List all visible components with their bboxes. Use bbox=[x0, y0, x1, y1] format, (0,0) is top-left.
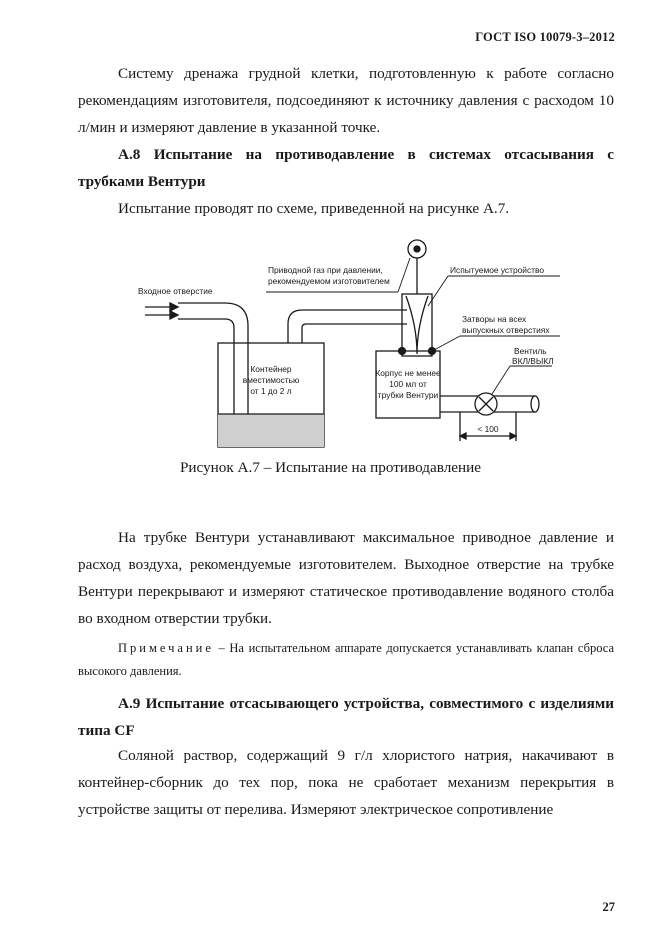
gauge-center bbox=[413, 245, 421, 253]
paragraph-drainage-text: Систему дренажа грудной клетки, подготов… bbox=[78, 65, 614, 136]
dimension-arrow-right bbox=[509, 431, 518, 441]
inlet-tube-inner bbox=[178, 318, 235, 444]
venturi-throat bbox=[405, 295, 429, 355]
label-container-line2: вместимостью bbox=[243, 375, 300, 385]
label-housing-line2: 100 мл от bbox=[389, 379, 427, 389]
inlet-tube-outer bbox=[178, 302, 249, 444]
leader-valves bbox=[433, 335, 461, 351]
figure-a7-diagram: Входное отверстие Приводной газ при давл… bbox=[138, 239, 560, 448]
note-text: – На испытательном аппарате допускается … bbox=[78, 641, 615, 678]
leader-device bbox=[427, 275, 449, 307]
container-liquid bbox=[218, 414, 324, 447]
paragraph-venturi: На трубке Вентури устанавливают максимал… bbox=[78, 524, 614, 632]
section-a9-heading: А.9 Испытание отсасывающего устройства, … bbox=[78, 690, 614, 744]
label-housing-line1: Корпус не менее bbox=[375, 368, 441, 378]
section-a8-title: А.8 Испытание на противодавление в систе… bbox=[78, 146, 614, 190]
gauge-outer bbox=[407, 239, 427, 259]
paragraph-scheme-ref-text: Испытание проводят по схеме, приведенной… bbox=[118, 200, 510, 217]
section-a8-heading: А.8 Испытание на противодавление в систе… bbox=[78, 141, 614, 195]
label-housing-line3: трубки Вентури bbox=[378, 390, 439, 400]
label-distance: < 100 bbox=[477, 424, 499, 434]
venturi-housing bbox=[375, 350, 441, 419]
document-header: ГОСТ ISO 10079-3–2012 bbox=[475, 30, 615, 44]
section-a9-title: А.9 Испытание отсасывающего устройства, … bbox=[78, 695, 614, 739]
label-valve-line1: Вентиль bbox=[514, 346, 547, 356]
label-inlet: Входное отверстие bbox=[138, 286, 213, 296]
leader-valve bbox=[491, 365, 511, 395]
inlet-arrowhead-lower bbox=[169, 309, 180, 321]
label-container-line3: от 1 до 2 л bbox=[250, 386, 291, 396]
pipe-end bbox=[530, 395, 540, 413]
note-label: Примечание bbox=[118, 641, 214, 655]
label-valve-line2: ВКЛ/ВЫКЛ bbox=[512, 356, 554, 366]
leader-drive-gas bbox=[397, 257, 411, 293]
paragraph-venturi-text: На трубке Вентури устанавливают максимал… bbox=[78, 529, 614, 627]
outlet-tube-outer bbox=[287, 309, 407, 343]
label-valves-line2: выпускных отверстиях bbox=[462, 325, 550, 335]
paragraph-saline-text: Соляной раствор, содержащий 9 г/л хлорис… bbox=[78, 747, 614, 818]
page-number: 27 bbox=[602, 900, 616, 914]
paragraph-drainage: Систему дренажа грудной клетки, подготов… bbox=[78, 60, 614, 141]
paragraph-saline: Соляной раствор, содержащий 9 г/л хлорис… bbox=[78, 742, 614, 823]
label-drive-gas-line1: Приводной газ при давлении, bbox=[268, 265, 383, 275]
dimension-arrow-left bbox=[458, 431, 467, 441]
figure-caption: Рисунок А.7 – Испытание на противодавлен… bbox=[179, 459, 482, 476]
inlet-arrowhead-upper bbox=[169, 301, 180, 313]
outlet-tube-inner bbox=[301, 323, 407, 343]
valve-cross-b bbox=[478, 396, 494, 412]
label-valves-line1: Затворы на всех bbox=[462, 314, 527, 324]
label-container-line1: Контейнер bbox=[250, 364, 292, 374]
note-block: Примечание – На испытательном аппарате д… bbox=[78, 637, 614, 683]
label-drive-gas-line2: рекомендуемом изготовителем bbox=[268, 276, 390, 286]
label-device: Испытуемое устройство bbox=[450, 265, 544, 275]
paragraph-scheme-ref: Испытание проводят по схеме, приведенной… bbox=[78, 195, 614, 222]
